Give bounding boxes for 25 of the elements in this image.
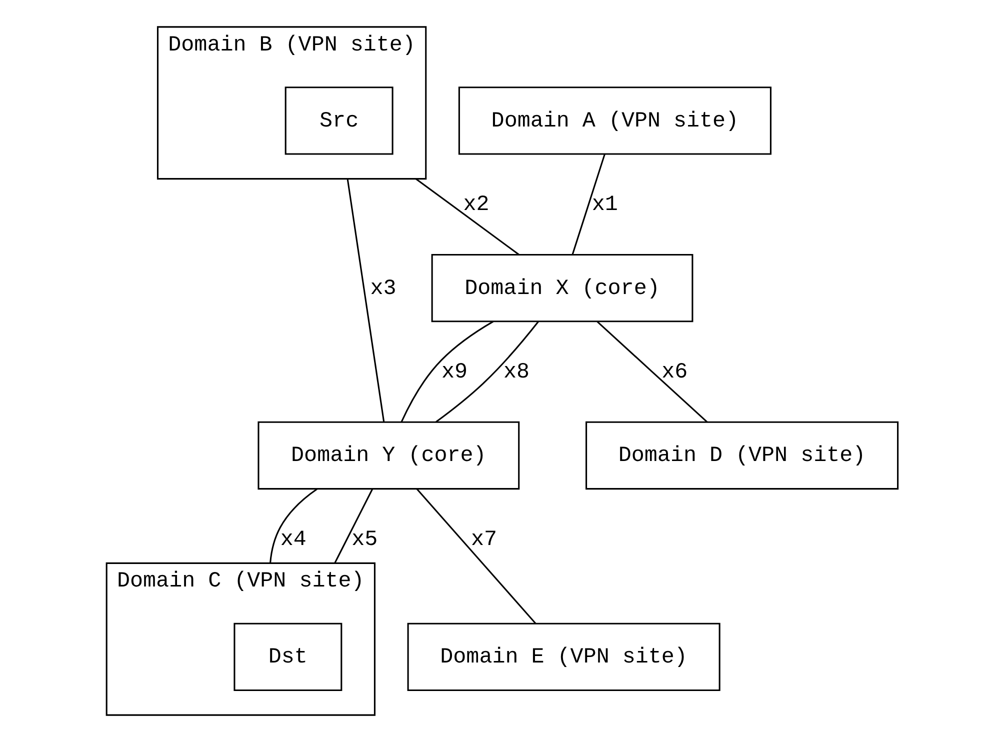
node-box: Domain E (VPN site) — [407, 622, 720, 692]
edge-label: x4 — [280, 526, 306, 552]
node-box: Domain A (VPN site) — [458, 86, 772, 155]
connector — [436, 321, 539, 422]
node-box: Domain D (VPN site) — [586, 421, 899, 490]
edge-label: x7 — [470, 526, 498, 552]
edge-label: x5 — [352, 526, 378, 552]
node-box: Src — [284, 86, 394, 155]
edge-label: x8 — [504, 360, 530, 385]
connector — [270, 488, 318, 564]
edge-label: x9 — [442, 360, 468, 385]
connector — [400, 320, 494, 422]
connector — [572, 154, 606, 255]
connector — [596, 321, 708, 422]
node-box: Dst — [234, 622, 342, 692]
edge-label: x3 — [370, 276, 396, 301]
connector — [415, 178, 520, 256]
edge-label: x2 — [463, 192, 490, 218]
node-box: Domain X (core) — [431, 254, 694, 322]
edge-label: x1 — [592, 192, 618, 218]
connector — [416, 488, 536, 624]
node-box: Domain Y (core) — [258, 421, 520, 490]
edge-label: x6 — [662, 360, 688, 385]
connector — [346, 178, 385, 422]
connector — [334, 488, 374, 564]
